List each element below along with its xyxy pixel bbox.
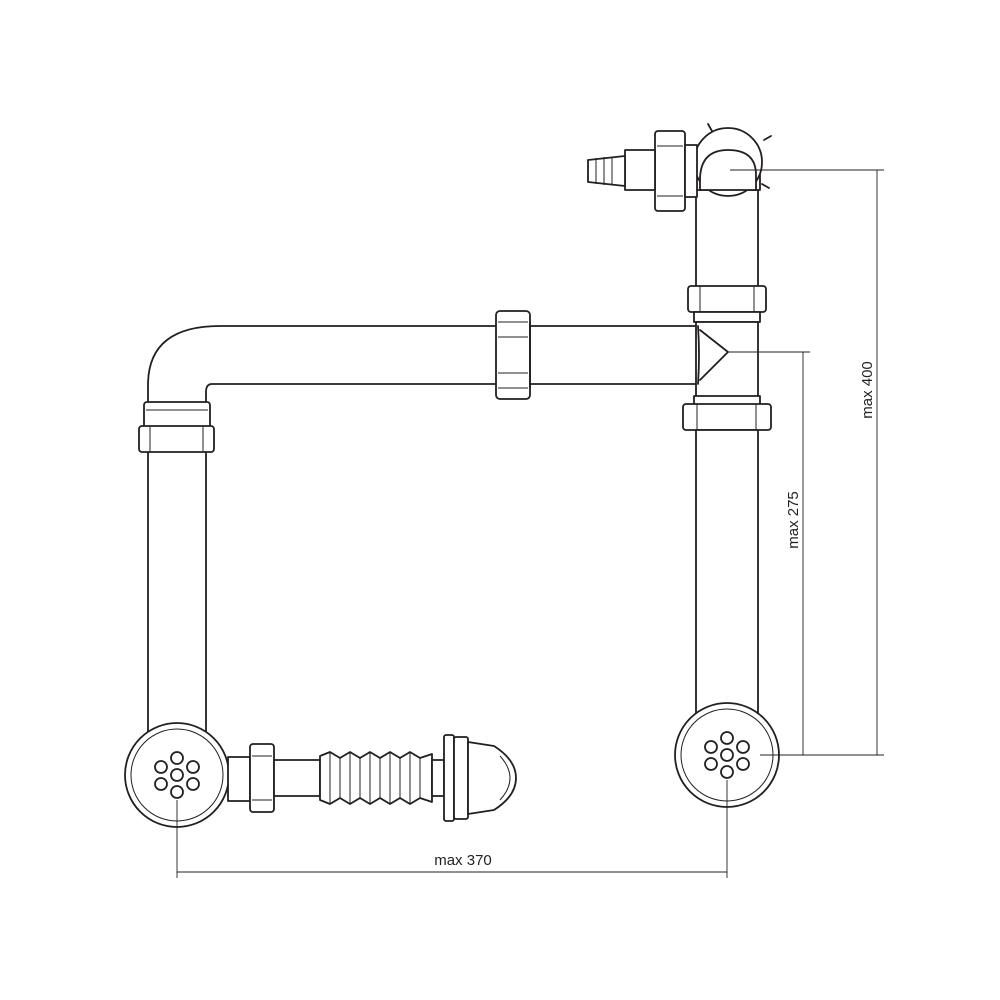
appliance-inlet-elbow	[587, 123, 772, 212]
right-lower-nut	[682, 395, 772, 431]
left-vertical-pipe	[147, 449, 207, 741]
dimension-outlet-height: max 275	[728, 351, 810, 756]
dimension-outlet-height-label: max 275	[785, 491, 802, 549]
tee-junction	[695, 321, 759, 407]
dimension-total-height-label: max 400	[859, 361, 876, 419]
right-upper-nut	[687, 285, 767, 323]
dimension-total-height: max 400	[730, 169, 884, 756]
dimension-width: max 370	[176, 780, 728, 878]
left-drain-grate	[124, 722, 230, 828]
overflow-flex-hose	[227, 734, 517, 822]
horizontal-union-nut	[495, 310, 531, 400]
horizontal-arm	[147, 325, 701, 406]
right-lower-pipe	[695, 429, 759, 721]
dimension-width-label: max 370	[434, 852, 492, 869]
left-union-nut	[138, 401, 215, 453]
right-drain-grate	[674, 702, 780, 808]
